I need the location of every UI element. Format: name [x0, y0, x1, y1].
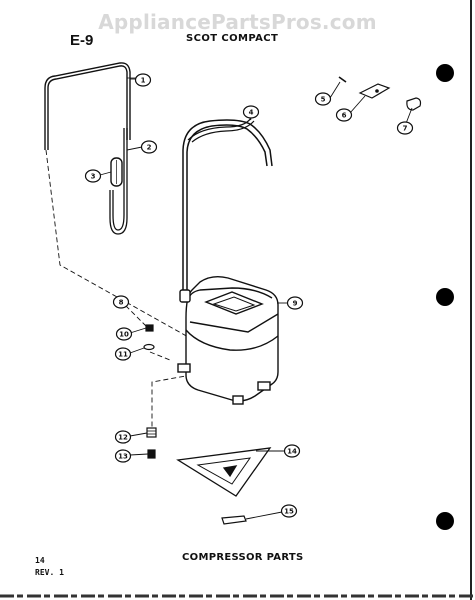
binder-hole-middle	[436, 288, 454, 306]
callout-bubbles: 1 2 3 4 5 6 7 8 9 10 11 12 13 14 15	[84, 73, 414, 518]
svg-text:9: 9	[293, 300, 298, 308]
callout-leader-lines	[99, 78, 413, 520]
svg-text:2: 2	[147, 144, 152, 152]
watermark: AppliancePartsPros.com	[98, 10, 377, 34]
svg-text:12: 12	[118, 434, 128, 442]
svg-text:15: 15	[284, 508, 294, 516]
callout-4: 4	[242, 105, 260, 119]
callout-7: 7	[396, 121, 414, 135]
binder-hole-top	[436, 64, 454, 82]
svg-text:3: 3	[91, 173, 96, 181]
svg-text:11: 11	[118, 351, 128, 359]
svg-text:13: 13	[118, 453, 128, 461]
callout-11: 11	[114, 347, 132, 361]
callout-5: 5	[314, 92, 332, 106]
svg-text:5: 5	[321, 96, 326, 104]
binder-hole-bottom	[436, 512, 454, 530]
callout-8: 8	[112, 295, 130, 309]
page-number: 14	[35, 556, 45, 565]
callout-9: 9	[286, 296, 304, 310]
callout-3: 3	[84, 169, 102, 183]
callout-15: 15	[280, 504, 298, 518]
svg-text:7: 7	[403, 125, 408, 133]
callout-10: 10	[115, 327, 133, 341]
revision-label: REV. 1	[35, 568, 64, 577]
drier-tube-part	[109, 128, 128, 235]
flat-clip-part	[221, 515, 247, 525]
capillary-tube-part	[44, 62, 136, 150]
callout-14: 14	[283, 444, 301, 458]
callout-2: 2	[140, 140, 158, 154]
footer-title: COMPRESSOR PARTS	[182, 552, 304, 563]
bracket-clip-parts	[338, 76, 422, 111]
section-code: E-9	[70, 32, 94, 49]
svg-text:6: 6	[342, 112, 347, 120]
svg-text:10: 10	[119, 331, 129, 339]
svg-text:14: 14	[287, 448, 297, 456]
svg-text:4: 4	[249, 109, 254, 117]
callout-12: 12	[114, 430, 132, 444]
suction-line-part	[182, 117, 273, 295]
diagram-title: SCOT COMPACT	[186, 33, 279, 44]
svg-text:8: 8	[119, 299, 124, 307]
svg-text:1: 1	[141, 77, 146, 85]
callout-13: 13	[114, 449, 132, 463]
base-pad-part	[176, 447, 272, 497]
callout-6: 6	[335, 108, 353, 122]
callout-1: 1	[134, 73, 152, 87]
compressor-part	[177, 275, 279, 405]
dashed-leader-lines	[45, 149, 191, 430]
